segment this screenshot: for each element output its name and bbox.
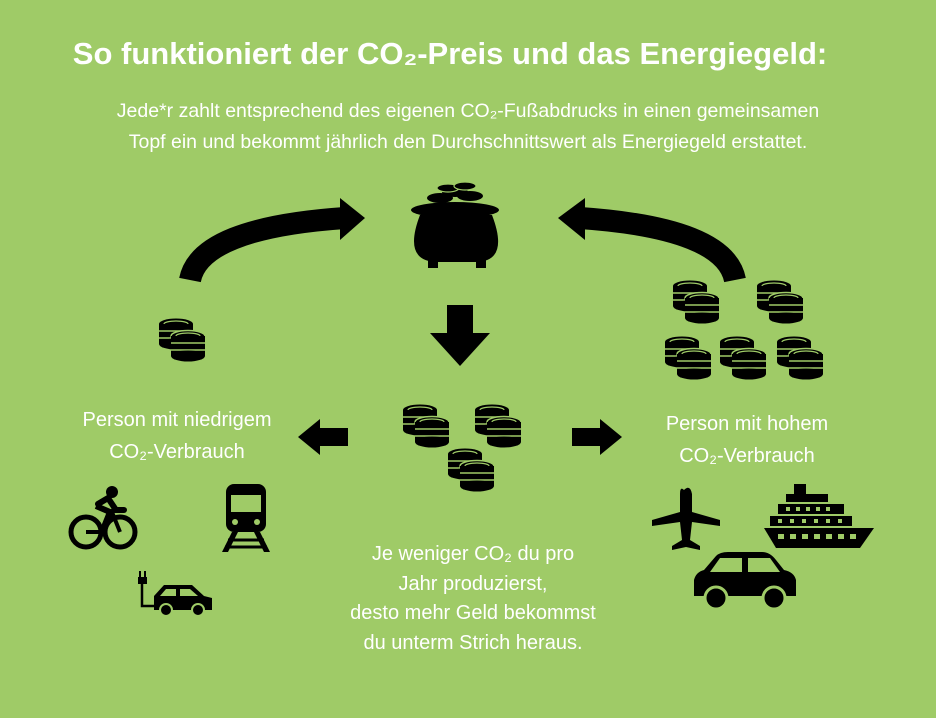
bicycle-icon — [68, 486, 138, 550]
label-line: CO₂-Verbrauch — [679, 445, 815, 467]
arrow-right-icon — [572, 419, 622, 455]
note-line: Je weniger CO₂ du pro — [371, 543, 575, 565]
subtitle-line: Topf ein und bekommt jährlich den Durchs… — [128, 131, 808, 153]
coin-stack-icon — [776, 335, 824, 381]
curved-arrow-icon — [179, 198, 365, 284]
arrow-left-icon — [298, 419, 348, 455]
label-line: Person mit niedrigem — [82, 409, 272, 431]
coin-stack-icon — [719, 335, 767, 381]
coin-stack-icon — [447, 447, 495, 493]
subtitle: Jede*r zahlt entsprechend des eigenen CO… — [0, 96, 936, 158]
coin-stack-icon — [474, 403, 522, 449]
note-line: Jahr produzierst, — [398, 572, 548, 595]
coin-stack-icon — [756, 279, 804, 325]
label-line: Person mit hohem — [665, 413, 829, 435]
arrow-down-icon — [430, 305, 490, 366]
pot-of-gold-icon — [411, 181, 499, 268]
airplane-icon — [652, 487, 720, 550]
low-consumption-person-label: Person mit niedrigem CO₂-Verbrauch — [42, 404, 312, 468]
electric-car-icon — [138, 571, 212, 617]
note-line: du unterm Strich heraus. — [363, 631, 583, 654]
bottom-note: Je weniger CO₂ du pro Jahr produzierst, … — [308, 540, 638, 658]
car-icon — [694, 552, 796, 611]
coin-stack-icon — [402, 403, 450, 449]
note-line: desto mehr Geld bekommst — [350, 602, 596, 624]
curved-arrow-icon — [558, 198, 746, 284]
subtitle-line: Jede*r zahlt entsprechend des eigenen CO… — [116, 100, 820, 122]
train-icon — [222, 484, 270, 552]
page-title: So funktioniert der CO₂-Preis und das En… — [72, 36, 828, 71]
high-consumption-person-label: Person mit hohem CO₂-Verbrauch — [612, 408, 882, 472]
coin-stack-icon — [664, 335, 712, 381]
coin-stack-icon — [158, 317, 206, 363]
label-line: CO₂-Verbrauch — [109, 441, 245, 463]
coin-stack-icon — [672, 279, 720, 325]
cruise-ship-icon — [764, 484, 874, 548]
